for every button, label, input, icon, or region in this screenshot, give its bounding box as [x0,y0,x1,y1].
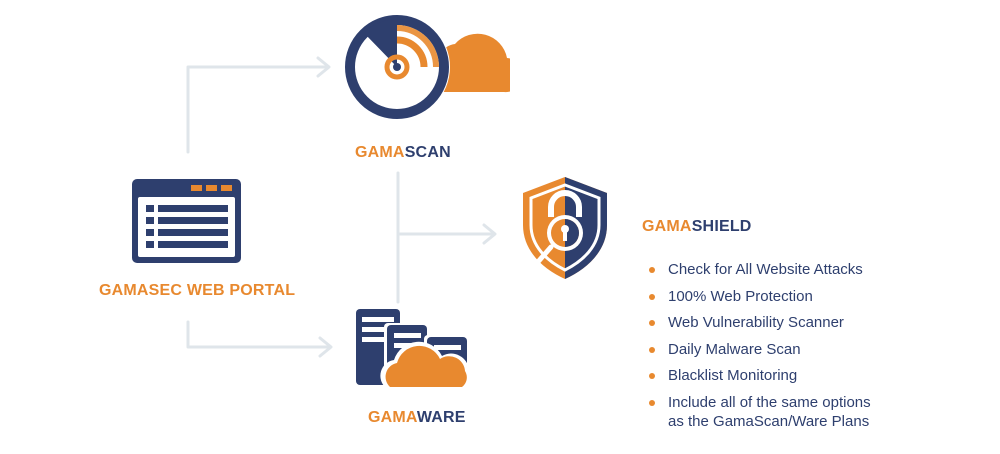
arrowhead-ware [318,336,333,358]
shield-label-suffix: SHIELD [691,218,752,235]
feature-item: Daily Malware Scan [645,340,871,359]
shield-lock-icon [523,177,607,279]
scan-label-suffix: SCAN [404,144,451,161]
browser-window-icon [132,179,241,263]
ware-label-prefix: GAMA [368,409,417,426]
feature-text-line1: Include all of the same options [668,393,871,411]
shield-label-prefix: GAMA [642,218,692,235]
portal-label: GAMASEC WEB PORTAL [99,282,296,299]
feature-text: Daily Malware Scan [668,340,801,358]
connector-portal-to-ware [186,320,332,349]
radar-cloud-icon [344,14,510,120]
feature-item: Check for All Website Attacks [645,260,871,279]
feature-item: Web Vulnerability Scanner [645,313,871,332]
connector-portal-to-scan [186,65,330,154]
feature-text: Check for All Website Attacks [668,261,863,278]
feature-text: 100% Web Protection [668,287,813,305]
feature-item: 100% Web Protection [645,287,871,306]
arrowhead-shield [482,223,497,245]
ware-label: GAMAWARE [368,409,466,427]
scan-label: GAMASCAN [355,144,451,162]
ware-label-suffix: WARE [416,409,466,426]
arrowhead-scan [316,56,331,78]
shield-label: GAMASHIELD [642,218,752,236]
servers-cloud-icon [356,309,472,388]
feature-text: Web Vulnerability Scanner [668,314,844,331]
feature-item: Blacklist Monitoring [645,366,871,385]
feature-item: Include all of the same options as the G… [645,393,871,431]
shield-feature-list: Check for All Website Attacks 100% Web P… [645,260,871,438]
feature-text-line2: as the GamaScan/Ware Plans [668,412,870,430]
feature-text: Blacklist Monitoring [668,367,798,384]
scan-label-prefix: GAMA [355,144,405,161]
